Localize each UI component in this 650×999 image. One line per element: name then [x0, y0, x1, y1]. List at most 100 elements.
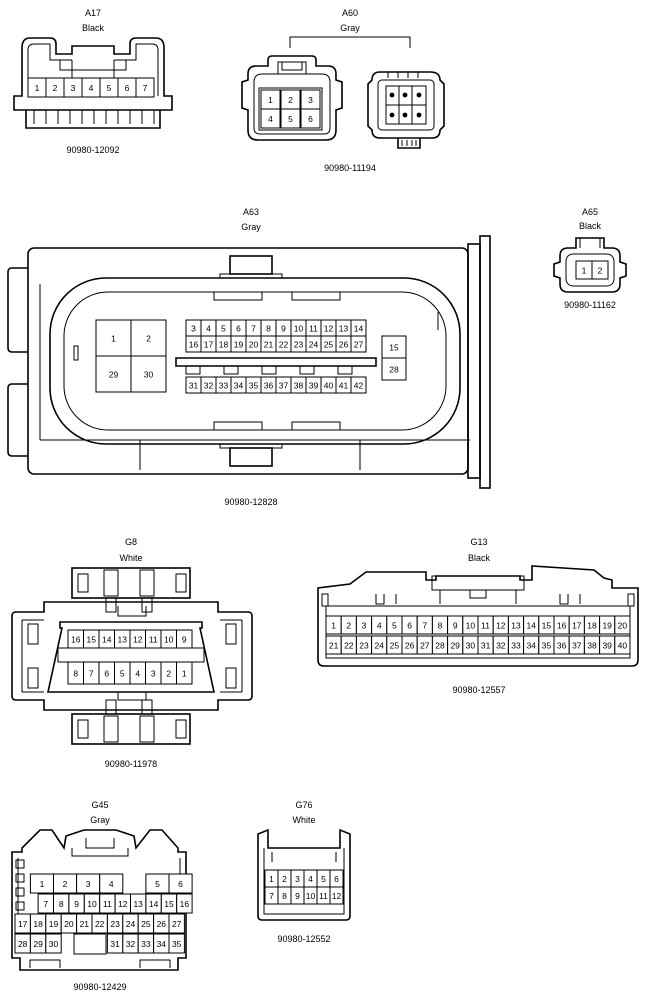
g13-pin-label: 38: [587, 641, 597, 651]
g45-pin-label: 23: [110, 919, 120, 929]
g8-pin-11: 11: [145, 629, 162, 649]
g13-pin-13: 13: [507, 615, 525, 635]
g45-pin-label: 31: [110, 939, 120, 949]
g13-pin-label: 24: [374, 641, 384, 651]
g13-pin-35: 35: [538, 635, 555, 655]
g8-pin-label: 1: [182, 669, 187, 679]
g45-pin-23: 23: [106, 913, 124, 934]
a63-pin-label: 1: [111, 334, 116, 344]
g45-pin-16: 16: [176, 893, 193, 914]
g76-pin-10: 10: [303, 886, 318, 905]
g45-pin-label: 35: [172, 939, 182, 949]
a63-pin-40: 40: [320, 376, 337, 394]
g13-pin-label: 9: [453, 621, 458, 631]
a63-pin-label: 35: [249, 381, 259, 391]
g45-pin-6: 6: [168, 873, 193, 894]
a65-pin-1: 1: [575, 260, 593, 280]
g13-pin-label: 6: [407, 621, 412, 631]
g13-pin-label: 16: [557, 621, 567, 631]
g45-pin-label: 29: [33, 939, 43, 949]
g76-housing: [257, 828, 351, 921]
g13-pin-18: 18: [583, 615, 601, 635]
g13-pin-25: 25: [386, 635, 403, 655]
g45-pin-label: 33: [141, 939, 151, 949]
a63-pin-label: 33: [219, 381, 229, 391]
a63-pin-label: 10: [294, 324, 304, 334]
g13-pin-32: 32: [492, 635, 509, 655]
g13-pin-label: 20: [618, 621, 628, 631]
g45-pin-label: 3: [86, 879, 91, 889]
g8-pin-label: 3: [151, 669, 156, 679]
g45-pin-label: 34: [157, 939, 167, 949]
a63-pin-label: 5: [221, 324, 226, 334]
a63-pin-36: 36: [260, 376, 277, 394]
a60-pin-label: 3: [308, 95, 313, 105]
a17-pin-4: 4: [81, 77, 101, 98]
g45-pin-label: 30: [49, 939, 59, 949]
g13-pin-label: 32: [496, 641, 506, 651]
g76-pin-3: 3: [290, 869, 305, 888]
a63-pin-3: 3: [185, 319, 202, 337]
g45-pin-31: 31: [106, 933, 124, 954]
a65-part: 90980-11162: [564, 300, 616, 310]
a63-pin-7: 7: [245, 319, 262, 337]
g45-pin-25: 25: [137, 913, 155, 934]
g76-code: G76: [295, 800, 312, 810]
g13-pin-38: 38: [583, 635, 601, 655]
g8-pin-4: 4: [129, 661, 146, 685]
g45-pin-8: 8: [53, 893, 70, 914]
g45-pin-label: 22: [95, 919, 105, 929]
a63-pin-28: 28: [381, 357, 407, 381]
a63-pin-label: 4: [206, 324, 211, 334]
g8-pin-label: 15: [87, 635, 97, 645]
g13-pin-label: 12: [496, 621, 506, 631]
a17-pin-label: 7: [143, 83, 148, 93]
a63-pin-42: 42: [350, 376, 367, 394]
g13-pin-2: 2: [340, 615, 357, 635]
a63-pin-label: 28: [389, 365, 399, 375]
a65-code: A65: [582, 207, 598, 217]
a63-pin-label: 39: [309, 381, 319, 391]
g76-pin-5: 5: [316, 869, 331, 888]
a63-pin-label: 18: [219, 340, 229, 350]
g13-pin-label: 35: [542, 641, 552, 651]
g13-pin-9: 9: [447, 615, 464, 635]
g76-pin-6: 6: [329, 869, 344, 888]
g76-pin-11: 11: [316, 886, 331, 905]
g45-pin-cell: [168, 873, 193, 894]
g76-pin-label: 1: [269, 874, 274, 884]
a63-pin-label: 23: [294, 340, 304, 350]
g76-pin-8: 8: [277, 886, 292, 905]
g13-pin-34: 34: [523, 635, 540, 655]
g13-pin-14: 14: [523, 615, 540, 635]
a60-pin-label: 2: [288, 95, 293, 105]
g13-pin-29: 29: [447, 635, 464, 655]
a63-pin-1: 1: [95, 319, 132, 357]
a63-housing: [7, 235, 491, 489]
g13-pin-label: 17: [572, 621, 582, 631]
g45-pin-label: 17: [18, 919, 28, 929]
g76-color: White: [292, 815, 315, 825]
g45-pin-label: 32: [126, 939, 136, 949]
g13-pin-label: 19: [602, 621, 612, 631]
g8-pin-cell: [176, 661, 193, 685]
a63-pin-label: 40: [324, 381, 334, 391]
a60-pin-label: 5: [288, 114, 293, 124]
g13-pin-label: 3: [362, 621, 367, 631]
g13-pin-17: 17: [568, 615, 585, 635]
g45-pin-label: 27: [172, 919, 182, 929]
g8-housing: [11, 567, 253, 745]
g13-pin-label: 36: [557, 641, 567, 651]
a60-pin-2: 2: [280, 89, 301, 110]
g45-pin-4: 4: [99, 873, 124, 894]
g45-part: 90980-12429: [73, 982, 126, 992]
g45-pin-14: 14: [145, 893, 162, 914]
g13-pin-label: 23: [359, 641, 369, 651]
g8-pin-label: 13: [118, 635, 128, 645]
a63-pin-label: 7: [251, 324, 256, 334]
